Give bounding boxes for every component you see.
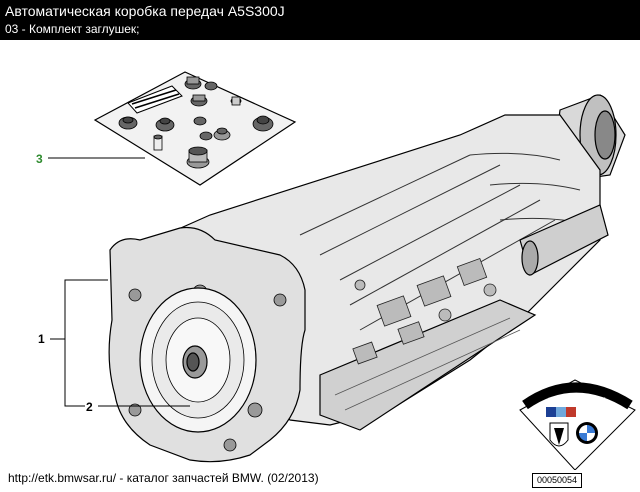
callout-3[interactable]: 3	[36, 152, 43, 166]
callout-2[interactable]: 2	[86, 400, 93, 414]
logo-badge: EURBMW.RU	[519, 379, 636, 470]
callout-leaders	[48, 157, 190, 407]
bmw-roundel-icon	[576, 422, 598, 444]
part-number-label: 00050054	[532, 473, 582, 488]
m-badge-icon	[546, 407, 576, 417]
logo-text: EURBMW.RU	[549, 396, 606, 406]
transmission-diagram: 3 1 2 EURBMW.RU	[36, 71, 636, 470]
page-subtitle: 03 - Комплект заглушек;	[5, 22, 140, 36]
transmission-drawing[interactable]	[108, 94, 626, 463]
callout-1[interactable]: 1	[38, 332, 45, 346]
page-title: Автоматическая коробка передач A5S300J	[5, 3, 285, 19]
coat-of-arms-icon	[549, 422, 569, 447]
plug-kit-card[interactable]	[93, 71, 297, 186]
header-bar: Автоматическая коробка передач A5S300J 0…	[0, 0, 640, 40]
footer-caption: http://etk.bmwsar.ru/ - каталог запчасте…	[8, 471, 319, 485]
